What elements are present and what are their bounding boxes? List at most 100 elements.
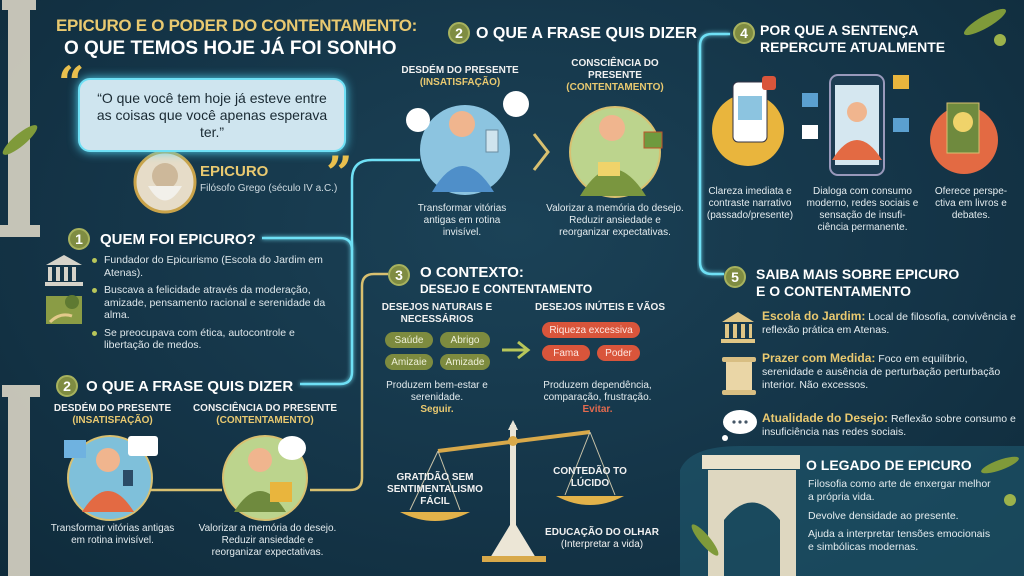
legacy-title: O LEGADO DE EPICURO (806, 457, 972, 473)
info-item: Atualidade do Desejo: Reflexão sobre con… (762, 412, 1017, 439)
reason-caption: Oferece perspe-ctiva em livros e debates… (934, 186, 1008, 221)
page-title: EPICURO E O PODER DO CONTENTAMENTO: (56, 16, 418, 35)
heading-tag: (CONTENTAMENTO) (216, 415, 314, 426)
column-heading: DESDÉM DO PRESENTE(INSATISFAÇÃO) (395, 65, 525, 89)
greek-column-left (0, 0, 40, 576)
item-text: Foco em equilíbrio, serenidade e ausênci… (762, 353, 1001, 391)
section-number-badge: 5 (724, 266, 746, 288)
person-phone-illustration (406, 91, 529, 195)
column-caption: Valorizar a memória do desejo. Reduzir a… (546, 203, 684, 238)
caption-text: Produzem bem-estar e serenidade. (386, 380, 488, 403)
label-sub: (Interpretar a vida) (560, 539, 644, 550)
heading-text: DESDÉM DO PRESENTE (401, 65, 519, 76)
title-text: E O CONTENTAMENTO (756, 283, 912, 299)
author-name: EPICURO (200, 163, 269, 180)
quote-bubble: “O que você tem hoje já esteve entre as … (78, 78, 346, 152)
info-item: Prazer com Medida: Foco em equilíbrio, s… (762, 352, 1017, 392)
desire-pill: Amizaie (385, 354, 433, 370)
epicurus-portrait (133, 150, 197, 214)
title-text: O CONTEXTO: (420, 264, 524, 281)
natural-caption: Produzem bem-estar e serenidade.Seguir. (378, 380, 496, 416)
legacy-line: Devolve densidade ao presente. (808, 510, 959, 522)
person-dissatisfied-illustration (64, 435, 158, 521)
vain-desires-heading: DESEJOS INÚTEIS E VÃOS (534, 302, 666, 313)
bullet-item: Se preocupava com ética, autocontrole e … (92, 327, 342, 352)
section-number-badge: 2 (56, 375, 78, 397)
scale-bottom-label: EDUCAÇÃO DO OLHAR(Interpretar a vida) (540, 527, 664, 551)
bullet-item: Fundador do Epicurismo (Escola do Jardim… (92, 254, 342, 279)
phone-social-media-illustration (802, 74, 909, 176)
column-caption: Valorizar a memória do desejo. Reduzir a… (198, 523, 337, 558)
heading-text: CONSCIÊNCIA DO PRESENTE (571, 58, 659, 81)
column-heading: DESDÉM DO PRESENTE(INSATISFAÇÃO) (50, 403, 175, 427)
item-text: Local de filosofia, convivência e reflex… (762, 311, 1016, 336)
reason-caption: Dialoga com consumo moderno, redes socia… (806, 186, 919, 233)
item-key: Escola do Jardim: (762, 309, 866, 323)
temple-icon-2 (721, 312, 755, 343)
action-avoid: Evitar. (582, 404, 613, 415)
close-quote-icon: ” (326, 146, 353, 200)
label-text: EDUCAÇÃO DO OLHAR (545, 527, 659, 538)
title-text: REPERCUTE ATUALMENTE (760, 39, 946, 55)
author-description: Filósofo Grego (século IV a.C.) (200, 183, 338, 194)
section-number-badge: 4 (733, 22, 755, 44)
chevron-right-icon (532, 133, 550, 171)
legacy-line: Filosofia como arte de enxergar melhor a… (808, 478, 991, 503)
desire-pill: Poder (597, 345, 640, 361)
column-caption: Transformar vitórias antigas em rotina i… (50, 523, 175, 546)
olive-branch-icon (2, 8, 1019, 556)
scale-left-label: GRATIDÃO SEM SENTIMENTALISMO FÁCIL (387, 472, 483, 507)
info-item: Escola do Jardim: Local de filosofia, co… (762, 310, 1017, 337)
person-content-illustration (222, 435, 308, 521)
section2-top-title: O QUE A FRASE QUIS DIZER (476, 25, 698, 42)
arch-illustration (702, 455, 800, 576)
section1-title: QUEM FOI EPICURO? (100, 231, 256, 248)
section3-title: O CONTEXTO:DESEJO E CONTENTAMENTO (420, 264, 592, 298)
column-heading: CONSCIÊNCIA DO PRESENTE(CONTENTAMENTO) (185, 403, 345, 427)
title-text: POR QUE A SENTENÇA (760, 22, 919, 38)
section1-bullets: Fundador do Epicurismo (Escola do Jardim… (92, 254, 342, 357)
balance-scale-illustration (400, 420, 624, 562)
item-text: Reflexão sobre consumo e insuficiência n… (762, 413, 1016, 438)
arrow-right-icon (502, 340, 531, 360)
gold-connector (150, 272, 388, 492)
heading-tag: (INSATISFAÇÃO) (419, 77, 501, 88)
heading-text: DESDÉM DO PRESENTE (53, 403, 172, 414)
section2-title: O QUE A FRASE QUIS DIZER (86, 378, 294, 395)
desire-pill: Fama (542, 345, 590, 361)
column-heading: CONSCIÊNCIA DO PRESENTE(CONTENTAMENTO) (560, 58, 670, 94)
desire-pill: Saúde (385, 332, 433, 348)
heading-text: CONSCIÊNCIA DO PRESENTE (192, 403, 338, 414)
caption-text: Produzem dependência, comparação, frustr… (543, 380, 652, 403)
book-hand-illustration (930, 102, 998, 174)
section-number-badge: 1 (68, 228, 90, 250)
legacy-line: Ajuda a interpretar tensões emocionais e… (808, 528, 991, 553)
item-key: Atualidade do Desejo: (762, 411, 889, 425)
garden-icon (46, 295, 82, 324)
section-number-badge: 2 (448, 22, 470, 44)
thought-bubble-icon (722, 410, 757, 441)
vain-caption: Produzem dependência, comparação, frustr… (525, 380, 670, 416)
desire-pill: Amizade (440, 354, 490, 370)
subtitle-text: DESEJO E CONTENTAMENTO (420, 282, 593, 296)
column-caption: Transformar vitórias antigas em rotina i… (417, 203, 507, 238)
hand-phone-alert-illustration (712, 76, 784, 166)
person-letter-illustration (569, 106, 663, 198)
cyan-connector (262, 32, 730, 386)
temple-icon (45, 255, 83, 286)
section-number-badge: 3 (388, 264, 410, 286)
open-quote-icon: “ (58, 56, 85, 110)
page-subtitle: O QUE TEMOS HOJE JÁ FOI SONHO (64, 38, 397, 59)
action-follow: Seguir. (420, 404, 454, 415)
desire-pill: Abrigo (440, 332, 490, 348)
heading-tag: (INSATISFAÇÃO) (72, 415, 153, 426)
scroll-icon (722, 357, 756, 395)
desire-pill: Riqueza excessiva (542, 322, 640, 338)
item-key: Prazer com Medida: (762, 351, 876, 365)
title-text: SAIBA MAIS SOBRE EPICURO (756, 266, 960, 282)
reason-caption: Clareza imediata e contraste narrativo (… (706, 186, 794, 221)
scale-right-label: CONTEDÃO TO LÚCIDO (553, 466, 627, 489)
